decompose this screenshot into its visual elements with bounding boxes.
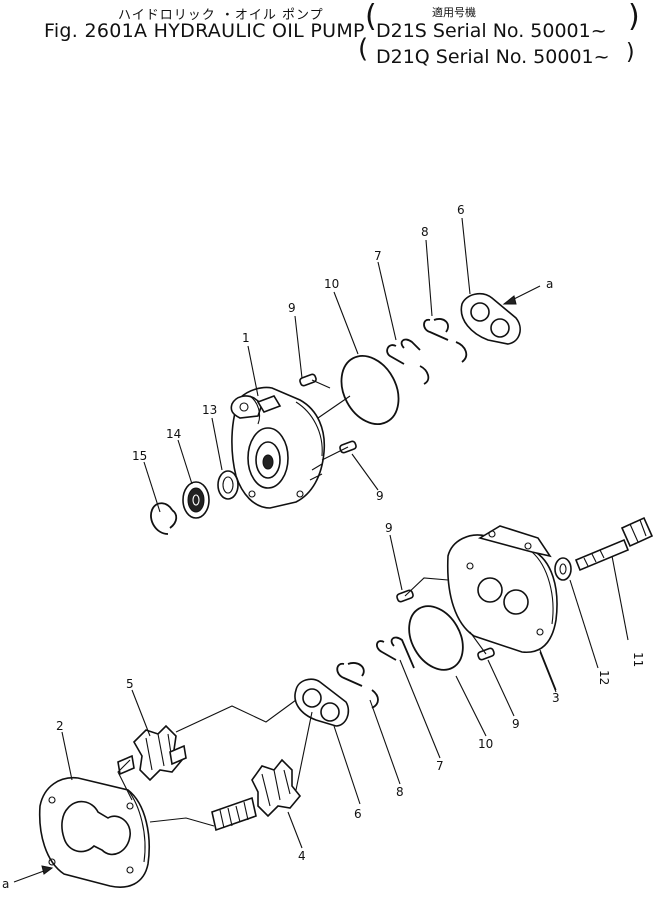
callout-7-top: 7	[374, 249, 382, 263]
callout-4: 4	[298, 849, 306, 863]
callout-14: 14	[166, 427, 181, 441]
callout-9-rear: 9	[385, 521, 393, 535]
title-english: Fig. 2601A HYDRAULIC OIL PUMP	[44, 20, 365, 42]
diagram-header: ハイドロリック ・オイル ポンプ Fig. 2601A HYDRAULIC OI…	[0, 0, 653, 80]
part-seal-rings	[336, 318, 468, 709]
part-backup-rings	[376, 338, 430, 669]
bracket-close-1: )	[628, 0, 640, 34]
callout-10-bottom: 10	[478, 737, 493, 751]
callout-12: 12	[597, 670, 611, 685]
part-wear-plates	[294, 292, 521, 727]
callout-1: 1	[242, 331, 250, 345]
callout-11: 11	[631, 652, 645, 667]
part-washer	[217, 470, 239, 500]
serial-label-japanese: 適用号機	[432, 6, 476, 19]
part-driven-gear	[117, 724, 187, 782]
callout-9-top: 9	[288, 301, 296, 315]
callout-5: 5	[126, 677, 134, 691]
part-oil-seal	[182, 481, 210, 519]
part-front-cover	[230, 386, 326, 509]
callout-3: 3	[552, 691, 560, 705]
reference-a-top: a	[546, 277, 553, 291]
callout-10-top: 10	[324, 277, 339, 291]
reference-a-bottom: a	[2, 877, 9, 891]
part-rear-cover	[446, 525, 558, 653]
serial-range-d21s: D21S Serial No. 50001~	[376, 20, 607, 42]
part-bolt	[574, 516, 653, 572]
callout-9-mid: 9	[376, 489, 384, 503]
bracket-close-2: )	[626, 40, 635, 65]
part-snap-ring	[150, 502, 178, 535]
part-drive-gear	[211, 758, 302, 832]
bracket-open-1: (	[365, 0, 377, 34]
part-bolt-washer	[554, 557, 572, 581]
callout-9-bottom: 9	[512, 717, 520, 731]
callout-6-bottom: 6	[354, 807, 362, 821]
callout-leaders	[61, 217, 629, 849]
callout-7-bottom: 7	[436, 759, 444, 773]
reference-arrows	[13, 285, 541, 883]
callout-15: 15	[132, 449, 147, 463]
callout-13: 13	[202, 403, 217, 417]
assembly-lines	[117, 379, 487, 827]
callout-2: 2	[56, 719, 64, 733]
callout-6-top: 6	[457, 203, 465, 217]
bracket-open-2: (	[358, 34, 369, 64]
serial-range-d21q: D21Q Serial No. 50001~	[376, 46, 610, 68]
callout-8-bottom: 8	[396, 785, 404, 799]
part-gear-housing	[38, 777, 150, 888]
callout-8-top: 8	[421, 225, 429, 239]
callout-labels: 1 9 10 7 8 6 a 13 14 15 9 9 11 12 3 9 10…	[2, 203, 645, 891]
title-japanese: ハイドロリック ・オイル ポンプ	[118, 8, 324, 23]
part-o-rings	[340, 355, 464, 671]
